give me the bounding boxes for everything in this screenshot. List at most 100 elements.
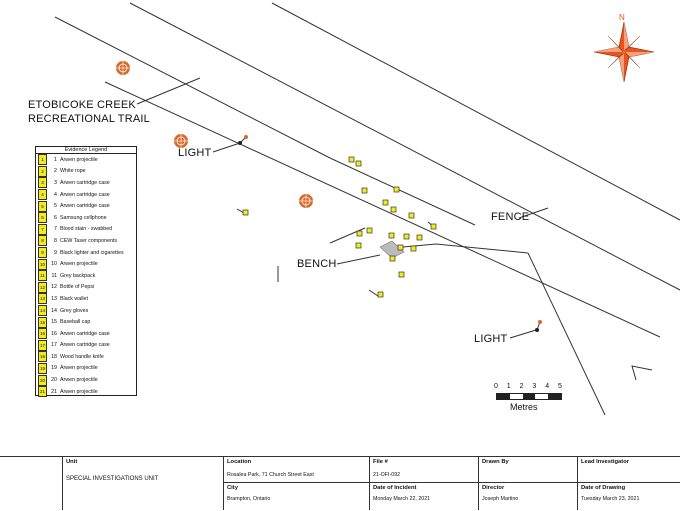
- legend-item-label: Arwen projectile: [60, 156, 98, 163]
- light-label-bottom: LIGHT: [474, 333, 508, 345]
- trail-edge-line: [329, 157, 476, 226]
- legend-item-label: Baseball cap: [60, 319, 91, 326]
- legend-item-number: 20: [51, 377, 57, 384]
- legend-item-label: Arwen projectile: [60, 261, 98, 268]
- legend-marker-icon: 17: [38, 339, 47, 351]
- scale-tick-label: 1: [506, 383, 511, 390]
- legend-marker-icon: 20: [38, 374, 47, 386]
- legend-item-label: Arwen cartridge case: [60, 179, 110, 186]
- legend-item-number: 10: [51, 261, 57, 268]
- legend-marker-icon: 16: [38, 328, 47, 340]
- city-value: Brampton, Ontario: [227, 496, 271, 502]
- location-cell: Location Rosalea Park, 71 Church Street …: [223, 456, 369, 510]
- trail-label-line2: RECREATIONAL TRAIL: [28, 113, 150, 125]
- legend-item-label: CEW Taser components: [60, 237, 118, 244]
- light-pole-bottom: [535, 320, 542, 332]
- evidence-marker: [398, 271, 405, 278]
- scale-tick-label: 0: [494, 383, 498, 390]
- legend-item-number: 21: [51, 388, 57, 395]
- light-label-top: LIGHT: [178, 147, 212, 159]
- tree-icon: [174, 134, 188, 148]
- director-label: Director: [482, 485, 505, 491]
- legend-item-number: 19: [51, 365, 57, 372]
- legend-item-label: Arwen cartridge case: [60, 203, 110, 210]
- legend-item-number: 16: [51, 330, 57, 337]
- fence-line: [527, 252, 606, 416]
- legend-item-label: Bottle of Pepsi: [60, 284, 95, 291]
- evidence-markers: [242, 156, 437, 298]
- file-label: File #: [373, 459, 388, 465]
- fence-label: FENCE: [491, 211, 530, 223]
- legend-marker-icon: 5: [38, 200, 47, 212]
- evidence-marker: [377, 291, 384, 298]
- trail-leader-line: [136, 77, 201, 105]
- evidence-marker: [390, 206, 397, 213]
- legend-marker-icon: 2: [38, 165, 47, 177]
- legend-item-number: 12: [51, 284, 57, 291]
- unit-value: SPECIAL INVESTIGATIONS UNIT: [66, 476, 159, 482]
- tree-icon: [116, 61, 130, 75]
- legend-marker-icon: 13: [38, 293, 47, 305]
- legend-marker-icon: 15: [38, 316, 47, 328]
- legend-item-number: 1: [54, 156, 57, 163]
- legend-item-label: Wood handle knife: [60, 353, 104, 360]
- legend-item-label: Arwen cartridge case: [60, 330, 110, 337]
- location-label: Location: [227, 459, 252, 465]
- legend-title: Evidence Legend: [36, 147, 136, 154]
- evidence-marker: [366, 227, 373, 234]
- trail-edge-line: [129, 2, 680, 291]
- scale-tick-label: 5: [558, 383, 562, 390]
- incident-value: Monday March 22, 2021: [373, 496, 431, 502]
- legend-item-label: Arwen projectile: [60, 377, 98, 384]
- title-block: Unit SPECIAL INVESTIGATIONS UNIT Locatio…: [0, 456, 680, 511]
- legend-item-label: Arwen projectile: [60, 365, 98, 372]
- legend-marker-icon: 9: [38, 247, 47, 259]
- evidence-marker: [408, 212, 415, 219]
- legend-item-label: Arwen cartridge case: [60, 342, 110, 349]
- legend-marker-icon: 8: [38, 235, 47, 247]
- compass-north-label: N: [619, 13, 625, 22]
- unit-cell: Unit SPECIAL INVESTIGATIONS UNIT: [62, 456, 223, 510]
- compass-rose-icon: [593, 21, 655, 83]
- lead-label: Lead Investigator: [581, 459, 629, 465]
- legend-marker-icon: 1: [38, 154, 47, 166]
- legend-item-number: 6: [54, 214, 57, 221]
- evidence-marker: [410, 245, 417, 252]
- legend-item-number: 8: [54, 237, 57, 244]
- legend-item-label: Arwen cartridge case: [60, 191, 110, 198]
- fence-line: [391, 243, 529, 254]
- legend-item-number: 18: [51, 353, 57, 360]
- legend-item-number: 11: [51, 272, 58, 279]
- evidence-marker: [361, 187, 368, 194]
- fence-leader-line: [518, 207, 549, 219]
- evidence-marker: [348, 156, 355, 163]
- site-map: N: [54, 2, 680, 416]
- light-leader-line: [509, 329, 537, 339]
- drawn-by-cell: Drawn By Director Joseph Martino: [478, 456, 577, 510]
- scale-tick-label: 2: [519, 383, 524, 390]
- city-label: City: [227, 485, 238, 491]
- legend-marker-icon: 10: [38, 258, 47, 270]
- bench-icon: [379, 240, 405, 259]
- evidence-marker: [388, 232, 395, 239]
- trail-edge-line: [104, 81, 661, 338]
- legend-item-label: Samsung cellphone: [60, 214, 107, 221]
- location-value: Rosalea Park, 71 Church Street East: [227, 472, 314, 478]
- legend-item-number: 2: [54, 168, 57, 175]
